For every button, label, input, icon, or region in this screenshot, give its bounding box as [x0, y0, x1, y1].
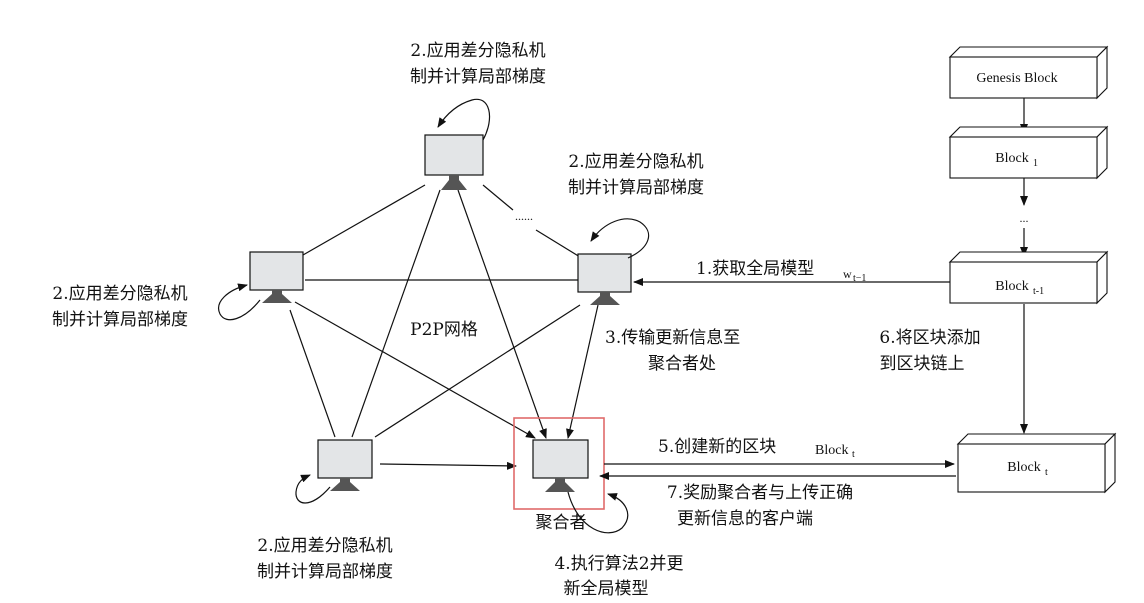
edge-top-right-b	[535, 229, 581, 258]
node-top-label-line2: 制并计算局部梯度	[410, 67, 546, 87]
block-1: Block 1	[948, 125, 1109, 180]
step1-var-sub: t−1	[853, 273, 866, 284]
self-loop-right	[590, 218, 650, 259]
block-t-label: Block	[1007, 460, 1040, 475]
block-t-sub: t	[1045, 467, 1048, 478]
self-loop-top	[437, 98, 491, 141]
block-t: Block t	[956, 432, 1117, 494]
genesis-block: Genesis Block	[948, 45, 1109, 100]
node-right-label-line1: 2.应用差分隐私机	[568, 152, 703, 172]
node-left-label-line1: 2.应用差分隐私机	[52, 284, 187, 304]
edge-top-bottom	[351, 189, 441, 438]
edge-bottom-aggregator	[379, 461, 517, 470]
block-prev-label: Block	[995, 279, 1028, 294]
edge-top-aggregator	[457, 189, 547, 439]
step3-line2: 聚合者处	[648, 354, 716, 374]
node-top-label-line1: 2.应用差分隐私机	[410, 41, 545, 61]
p2p-edges	[289, 184, 599, 470]
edge-top-left	[302, 184, 426, 256]
step7-line1: 7.奖励聚合者与上传正确	[667, 483, 853, 503]
chain-ellipsis: ...	[1020, 211, 1029, 225]
step6-line2: 到区块链上	[880, 354, 965, 374]
p2p-network-label: P2P网格	[410, 320, 478, 340]
genesis-block-label: Genesis Block	[976, 71, 1057, 86]
self-loop-bottom	[295, 474, 331, 504]
block-1-sub: 1	[1033, 158, 1038, 169]
step5-label: 5.创建新的区块	[658, 437, 776, 457]
step3-line1: 3.传输更新信息至	[605, 328, 740, 348]
block-prev-sub: t-1	[1033, 286, 1044, 297]
step4-line1: 4.执行算法2并更	[554, 554, 683, 574]
edge-left-bottom	[289, 309, 336, 438]
node-left-label-line2: 制并计算局部梯度	[52, 310, 188, 330]
edge-top-right-a	[482, 184, 514, 211]
block-prev: Block t-1	[948, 250, 1109, 305]
computer-icon	[249, 251, 304, 303]
step5-var-sub: t	[852, 449, 855, 460]
computer-icon	[577, 253, 632, 305]
step5-var: Block	[815, 443, 848, 458]
step4-line2: 新全局模型	[564, 579, 649, 599]
computer-icon	[424, 134, 484, 190]
edge-right-aggregator	[566, 304, 599, 439]
computer-icon	[317, 439, 373, 491]
block-1-label: Block	[995, 151, 1028, 166]
node-right-label-line2: 制并计算局部梯度	[568, 178, 704, 198]
aggregator-label: 聚合者	[536, 513, 587, 533]
step6-line1: 6.将区块添加	[879, 328, 980, 348]
edge-left-aggregator	[294, 301, 536, 439]
step7-line2: 更新信息的客户端	[677, 509, 813, 529]
self-loop-aggregator	[567, 491, 629, 534]
network-ellipsis: ......	[515, 209, 533, 223]
step1-var: w	[843, 267, 852, 281]
step1-label: 1.获取全局模型	[696, 259, 814, 279]
computer-icon	[532, 439, 589, 492]
self-loop-left	[218, 283, 261, 321]
edge-right-bottom	[374, 304, 581, 438]
node-bottom-label-line1: 2.应用差分隐私机	[257, 536, 392, 556]
node-bottom-label-line2: 制并计算局部梯度	[257, 562, 393, 582]
